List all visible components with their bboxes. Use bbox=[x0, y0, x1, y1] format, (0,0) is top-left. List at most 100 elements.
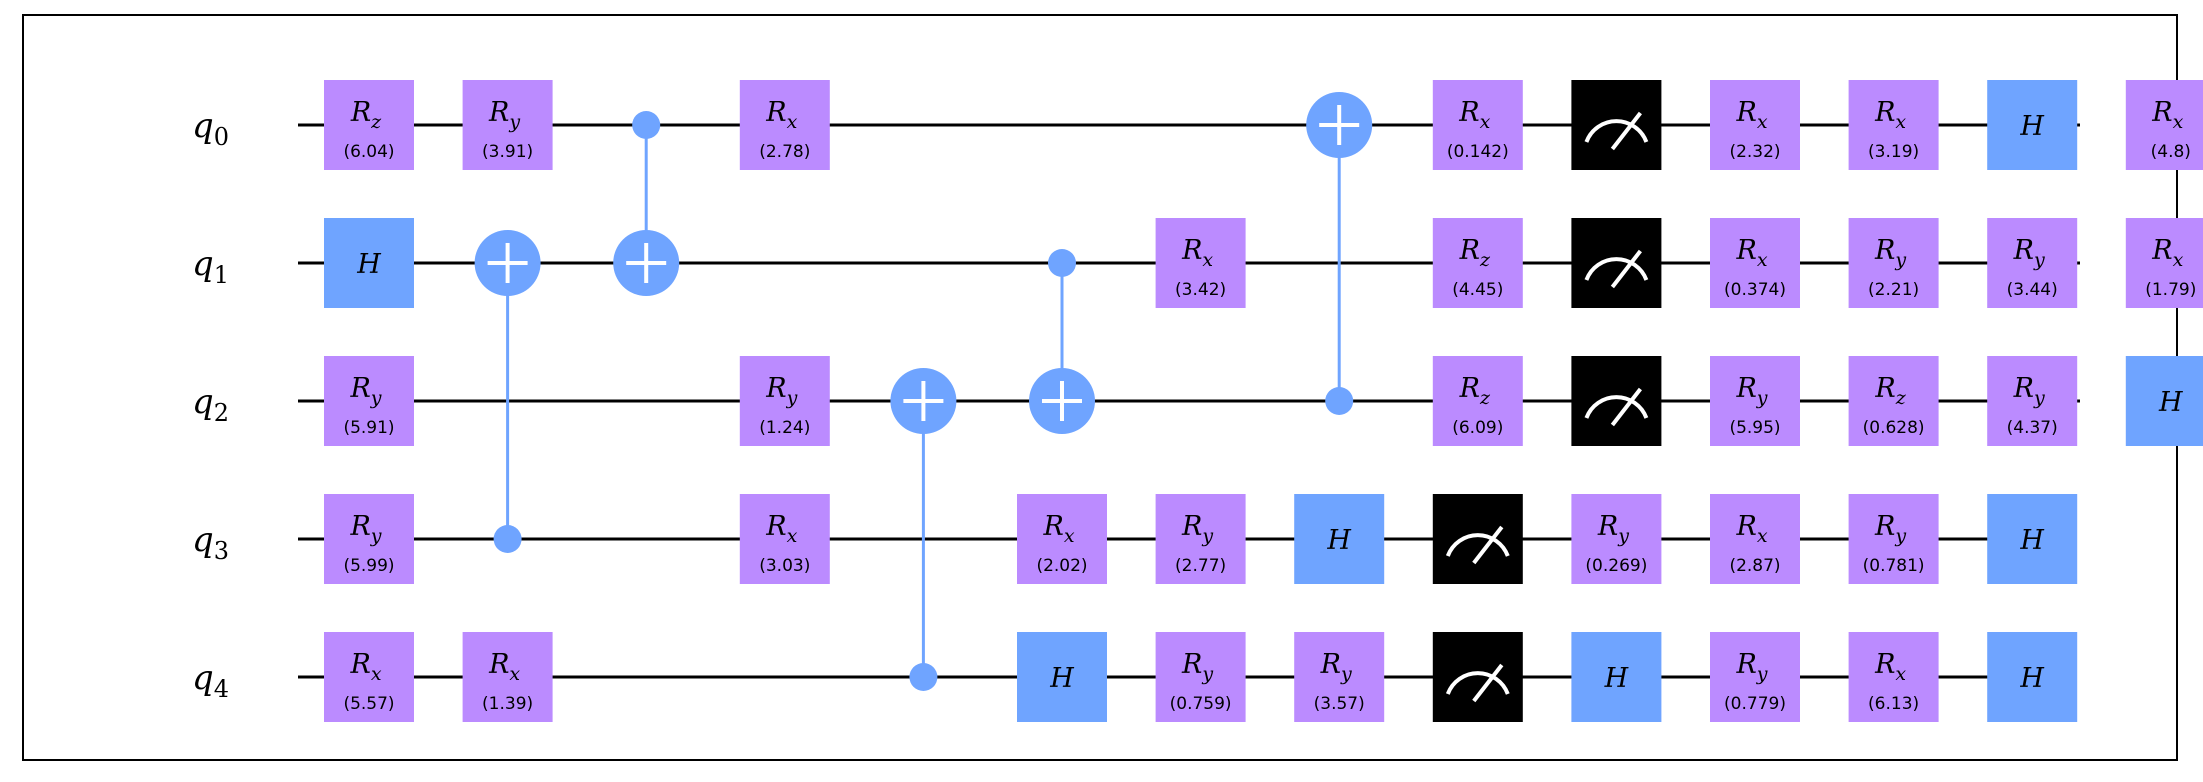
gate-name: Ry bbox=[1181, 649, 1213, 685]
gate-name: H bbox=[2158, 387, 2183, 418]
measure-gate bbox=[1571, 356, 1662, 446]
qubit-label-1: q1 bbox=[192, 244, 229, 289]
meter-needle-icon bbox=[1610, 111, 1642, 151]
hadamard-gate: H bbox=[1017, 632, 1107, 722]
gate-box bbox=[324, 218, 414, 308]
hadamard-gate: H bbox=[1294, 494, 1385, 584]
gate-box bbox=[462, 632, 553, 722]
rotation-gate: Ry (0.269) bbox=[1571, 494, 1662, 584]
gate-box bbox=[1432, 80, 1523, 170]
hadamard-gate: H bbox=[2125, 356, 2203, 446]
gate-name: Rz bbox=[350, 97, 382, 133]
gate-box bbox=[1294, 494, 1385, 584]
gate-name: Rx bbox=[349, 649, 381, 685]
qubit-label-2: q2 bbox=[192, 382, 229, 427]
gate-box bbox=[1710, 632, 1800, 722]
cnot-control-dot bbox=[632, 111, 661, 139]
rotation-gate: Rx (0.142) bbox=[1432, 80, 1523, 170]
gate-parameter: (0.269) bbox=[1585, 556, 1647, 576]
meter-arc-icon bbox=[1445, 533, 1510, 557]
gate-box bbox=[1710, 80, 1800, 170]
gate-name: Rx bbox=[1042, 511, 1074, 547]
rotation-gate: Rx (1.39) bbox=[462, 632, 553, 722]
meter-needle-icon bbox=[1472, 663, 1504, 703]
rotation-gate: Rx (6.13) bbox=[1848, 632, 1939, 722]
gate-name: Rx bbox=[1874, 649, 1906, 685]
measure-gate bbox=[1432, 632, 1523, 722]
rotation-gate: Rx(2.02) bbox=[1017, 494, 1107, 584]
gate-box bbox=[324, 632, 414, 722]
gate-box bbox=[1987, 356, 2078, 446]
rotation-gate: Rz(6.09) bbox=[1432, 356, 1523, 446]
gate-parameter: (5.57) bbox=[343, 694, 394, 714]
gate-name: Rx bbox=[1181, 235, 1213, 271]
gate-name: Ry bbox=[1597, 511, 1629, 547]
rotation-gate: Rx (4.8) bbox=[2125, 80, 2203, 170]
rotation-gate: Ry (5.99) bbox=[324, 494, 414, 584]
gate-name: Rx bbox=[765, 511, 797, 547]
gate-parameter: (2.78) bbox=[759, 142, 810, 162]
gate-parameter: (5.91) bbox=[343, 418, 394, 438]
gate-box bbox=[1432, 632, 1523, 722]
meter-arc-icon bbox=[1584, 119, 1649, 143]
gate-parameter: (0.142) bbox=[1447, 142, 1509, 162]
gate-box bbox=[2125, 356, 2203, 446]
gate-name: H bbox=[1326, 525, 1351, 556]
hadamard-gate: H bbox=[1987, 494, 2078, 584]
cnot-gate-q4-q2 bbox=[890, 368, 957, 691]
gate-parameter: (4.8) bbox=[2151, 142, 2191, 162]
rotation-gate: Ry(5.95) bbox=[1710, 356, 1800, 446]
cnot-control-dot bbox=[1325, 387, 1354, 415]
cnot-control-dot bbox=[493, 525, 522, 553]
gate-name: H bbox=[2019, 111, 2044, 142]
gate-name: Rx bbox=[1735, 511, 1767, 547]
measure-gate bbox=[1432, 494, 1523, 584]
gate-box bbox=[1432, 356, 1523, 446]
gate-box bbox=[1571, 218, 1662, 308]
gate-name: Ry bbox=[2013, 235, 2045, 271]
gate-name: Rx bbox=[1874, 97, 1906, 133]
rotation-gate: Ry(4.37) bbox=[1987, 356, 2078, 446]
gate-parameter: (6.13) bbox=[1868, 694, 1919, 714]
gate-parameter: (1.39) bbox=[482, 694, 533, 714]
gate-box bbox=[1571, 494, 1662, 584]
gate-name: Rx bbox=[1458, 97, 1490, 133]
meter-needle-icon bbox=[1610, 249, 1642, 289]
gate-name: Ry bbox=[1874, 235, 1906, 271]
gate-name: Rx bbox=[2151, 97, 2183, 133]
gate-parameter: (2.21) bbox=[1868, 280, 1919, 300]
gate-box bbox=[324, 80, 414, 170]
gate-box bbox=[1848, 80, 1939, 170]
rotation-gate: Rz(6.04) bbox=[324, 80, 414, 170]
cnot-gate-q3-q1 bbox=[474, 230, 541, 553]
gate-name: Rx bbox=[488, 649, 520, 685]
rotation-gate: Ry(3.91) bbox=[462, 80, 553, 170]
rotation-gate: Rx(2.87) bbox=[1710, 494, 1800, 584]
rotation-gate: Ry(0.779) bbox=[1710, 632, 1800, 722]
rotation-gate: Rx(2.32) bbox=[1710, 80, 1800, 170]
rotation-gate: Ry(2.77) bbox=[1155, 494, 1246, 584]
gate-parameter: (2.77) bbox=[1175, 556, 1226, 576]
cnot-control-dot bbox=[1048, 249, 1076, 277]
gate-name: Rx bbox=[1735, 97, 1767, 133]
gate-box bbox=[1987, 494, 2078, 584]
rotation-gate: Ry (3.44) bbox=[1987, 218, 2078, 308]
rotation-gate: Ry (2.21) bbox=[1848, 218, 1939, 308]
meter-needle-icon bbox=[1472, 525, 1504, 565]
gate-name: Ry bbox=[349, 511, 381, 547]
gate-name: Rz bbox=[1459, 373, 1491, 409]
gate-name: Rx bbox=[2151, 235, 2183, 271]
gate-parameter: (5.99) bbox=[343, 556, 394, 576]
cnot-gate-q0-q1 bbox=[613, 111, 680, 296]
gate-name: Ry bbox=[1735, 373, 1767, 409]
rotation-gate: Rx(2.78) bbox=[739, 80, 830, 170]
gate-name: Ry bbox=[2013, 373, 2045, 409]
gate-parameter: (3.44) bbox=[2007, 280, 2058, 300]
gate-box bbox=[1987, 80, 2078, 170]
gate-box bbox=[1848, 218, 1939, 308]
gate-box bbox=[324, 356, 414, 446]
hadamard-gate: H bbox=[1987, 632, 2078, 722]
gate-box bbox=[1710, 356, 1800, 446]
qubit-label-0: q0 bbox=[192, 106, 229, 151]
hadamard-gate: H bbox=[324, 218, 414, 308]
